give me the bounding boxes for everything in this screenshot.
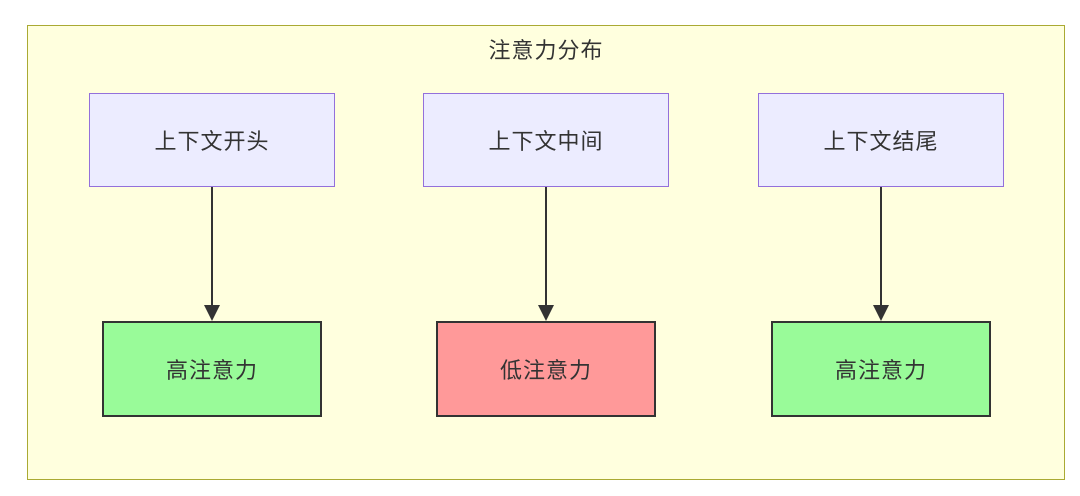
context-middle-node: 上下文中间 [423, 93, 669, 187]
arrow-down [538, 187, 554, 321]
arrow-down [873, 187, 889, 321]
arrowhead-icon [538, 305, 554, 321]
context-start-node: 上下文开头 [89, 93, 335, 187]
arrow-down [204, 187, 220, 321]
flow-column-context-middle: 上下文中间 低注意力 [423, 93, 669, 417]
context-end-node: 上下文结尾 [758, 93, 1004, 187]
arrowhead-icon [873, 305, 889, 321]
attention-node-low: 低注意力 [436, 321, 656, 417]
arrow-line [211, 187, 213, 305]
attention-node-high: 高注意力 [771, 321, 991, 417]
attention-node-high: 高注意力 [102, 321, 322, 417]
diagram-title: 注意力分布 [488, 38, 604, 63]
arrow-line [545, 187, 547, 305]
arrowhead-icon [204, 305, 220, 321]
flow-column-context-start: 上下文开头 高注意力 [89, 93, 335, 417]
arrow-line [880, 187, 882, 305]
flow-column-context-end: 上下文结尾 高注意力 [758, 93, 1004, 417]
